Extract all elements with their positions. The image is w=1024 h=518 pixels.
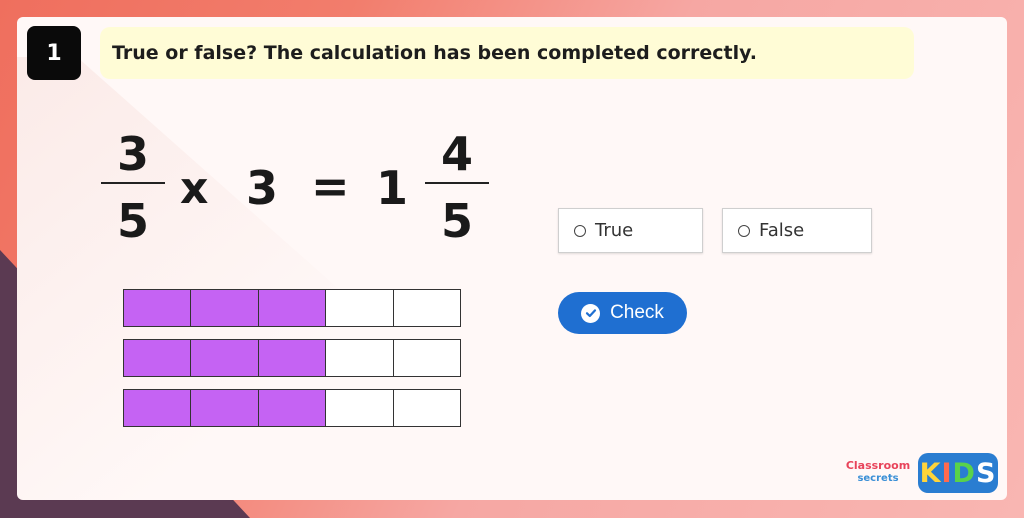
bar-cell-empty bbox=[393, 290, 461, 326]
bar-cell-empty bbox=[393, 390, 461, 426]
bar-cell-empty bbox=[326, 390, 394, 426]
check-button-label: Check bbox=[610, 302, 664, 323]
question-prompt: True or false? The calculation has been … bbox=[100, 27, 914, 79]
check-button[interactable]: Check bbox=[558, 292, 687, 334]
bar-cell-filled bbox=[258, 340, 327, 376]
classroom-secrets-logo: Classroom secrets bbox=[845, 459, 911, 484]
radio-icon[interactable] bbox=[574, 224, 586, 237]
fraction1-numerator: 3 bbox=[117, 127, 150, 181]
option-true[interactable]: True bbox=[558, 208, 703, 253]
bar-cell-empty bbox=[393, 340, 461, 376]
multiplier: 3 bbox=[246, 161, 279, 215]
equals-sign: = bbox=[311, 159, 350, 213]
equation: 3 5 x 3 = 1 4 5 bbox=[0, 0, 520, 260]
fraction1-denominator: 5 bbox=[117, 194, 150, 248]
bar-cell-empty bbox=[326, 290, 394, 326]
bar-cell-filled bbox=[124, 290, 192, 326]
fraction-bar bbox=[123, 289, 461, 327]
bar-cell-filled bbox=[124, 340, 192, 376]
question-card bbox=[17, 17, 1007, 500]
result-numerator: 4 bbox=[441, 127, 474, 181]
result-whole-number: 1 bbox=[376, 161, 409, 215]
radio-icon[interactable] bbox=[738, 224, 750, 237]
bar-cell-filled bbox=[124, 390, 192, 426]
multiply-sign: x bbox=[180, 163, 209, 214]
fraction-bar bbox=[123, 339, 461, 377]
question-prompt-text: True or false? The calculation has been … bbox=[112, 42, 757, 64]
bar-cell-filled bbox=[191, 390, 259, 426]
result-denominator: 5 bbox=[441, 194, 474, 248]
option-false-label: False bbox=[759, 220, 805, 241]
bar-cell-filled bbox=[191, 340, 259, 376]
kids-logo: K I D S bbox=[918, 453, 998, 493]
bar-cell-filled bbox=[258, 390, 327, 426]
bar-cell-empty bbox=[326, 340, 394, 376]
option-false[interactable]: False bbox=[722, 208, 872, 253]
option-true-label: True bbox=[595, 220, 634, 241]
bar-cell-filled bbox=[258, 290, 327, 326]
question-number: 1 bbox=[27, 26, 81, 80]
check-circle-icon bbox=[581, 303, 601, 323]
fraction-bar bbox=[123, 389, 461, 427]
fraction1-bar bbox=[101, 182, 165, 184]
bar-cell-filled bbox=[191, 290, 259, 326]
result-fraction-bar bbox=[425, 182, 489, 184]
